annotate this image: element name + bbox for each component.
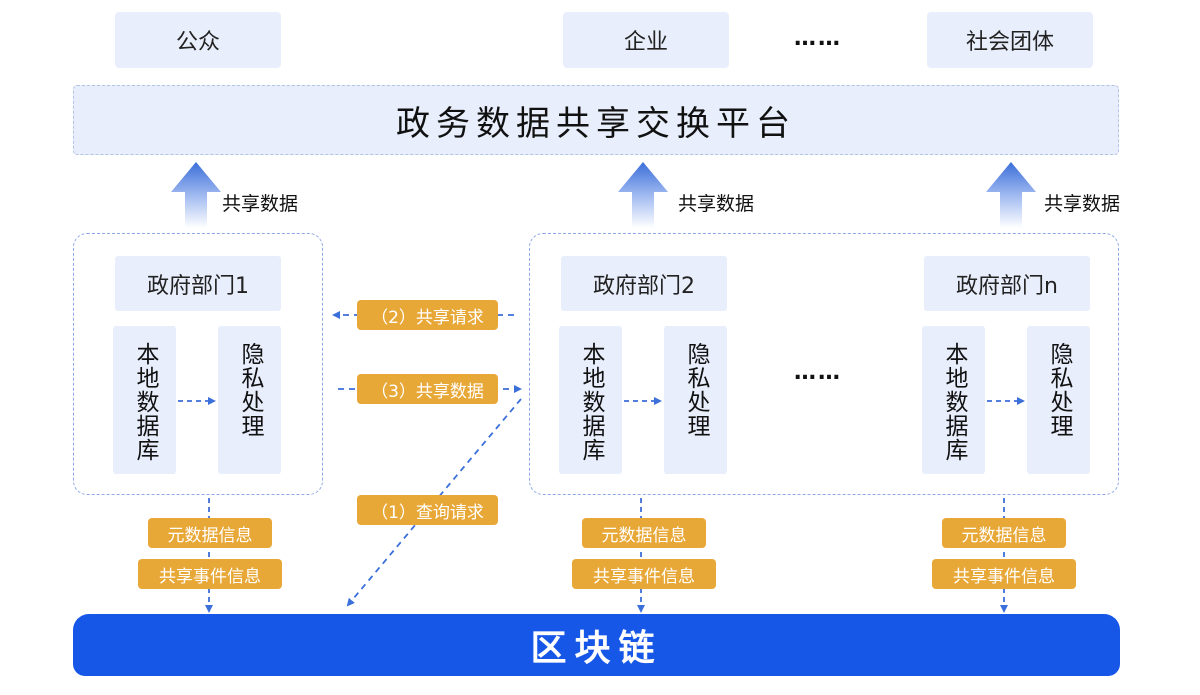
department-1-title: 政府部门1 [115, 256, 281, 311]
department-2-title: 政府部门2 [561, 256, 727, 311]
department-ellipsis: …… [794, 360, 842, 385]
up-arrow-2 [618, 162, 668, 228]
department-2-local-database-label: 本地数据库 [578, 342, 604, 462]
department-2-local-database: 本地数据库 [559, 326, 622, 474]
metadata-tag-n: 元数据信息 [942, 518, 1066, 548]
department-2-n-container [529, 233, 1119, 495]
department-2-privacy-label: 隐私处理 [683, 342, 709, 438]
department-1-container [73, 233, 323, 495]
data-sharing-platform: 政务数据共享交换平台 [73, 85, 1119, 155]
share-request-tag: （2）共享请求 [357, 300, 498, 330]
department-1-privacy-processing: 隐私处理 [218, 326, 281, 474]
event-tag-2: 共享事件信息 [572, 559, 716, 589]
department-n-privacy-label: 隐私处理 [1046, 342, 1072, 438]
up-arrow-label-2: 共享数据 [678, 193, 755, 215]
department-n-local-database: 本地数据库 [922, 326, 985, 474]
department-1-local-database-label: 本地数据库 [132, 342, 158, 462]
top-ellipsis: …… [794, 26, 842, 51]
department-2-privacy-processing: 隐私处理 [664, 326, 727, 474]
social-group-box: 社会团体 [927, 12, 1093, 68]
department-n-title: 政府部门n [924, 256, 1090, 311]
department-n-privacy-processing: 隐私处理 [1027, 326, 1090, 474]
enterprise-box: 企业 [563, 12, 729, 68]
event-tag-1: 共享事件信息 [138, 559, 282, 589]
event-tag-n: 共享事件信息 [932, 559, 1076, 589]
department-n-local-database-label: 本地数据库 [941, 342, 967, 462]
up-arrow-1 [171, 162, 221, 228]
blockchain-bar: 区块链 [73, 614, 1120, 676]
public-box: 公众 [115, 12, 281, 68]
up-arrow-3 [986, 162, 1036, 228]
department-1-privacy-label: 隐私处理 [237, 342, 263, 438]
share-data-tag: （3）共享数据 [357, 374, 498, 404]
query-request-tag: （1）查询请求 [357, 495, 498, 525]
metadata-tag-2: 元数据信息 [582, 518, 706, 548]
up-arrow-label-1: 共享数据 [222, 193, 299, 215]
up-arrow-label-3: 共享数据 [1044, 193, 1121, 215]
metadata-tag-1: 元数据信息 [148, 518, 272, 548]
department-1-local-database: 本地数据库 [113, 326, 176, 474]
